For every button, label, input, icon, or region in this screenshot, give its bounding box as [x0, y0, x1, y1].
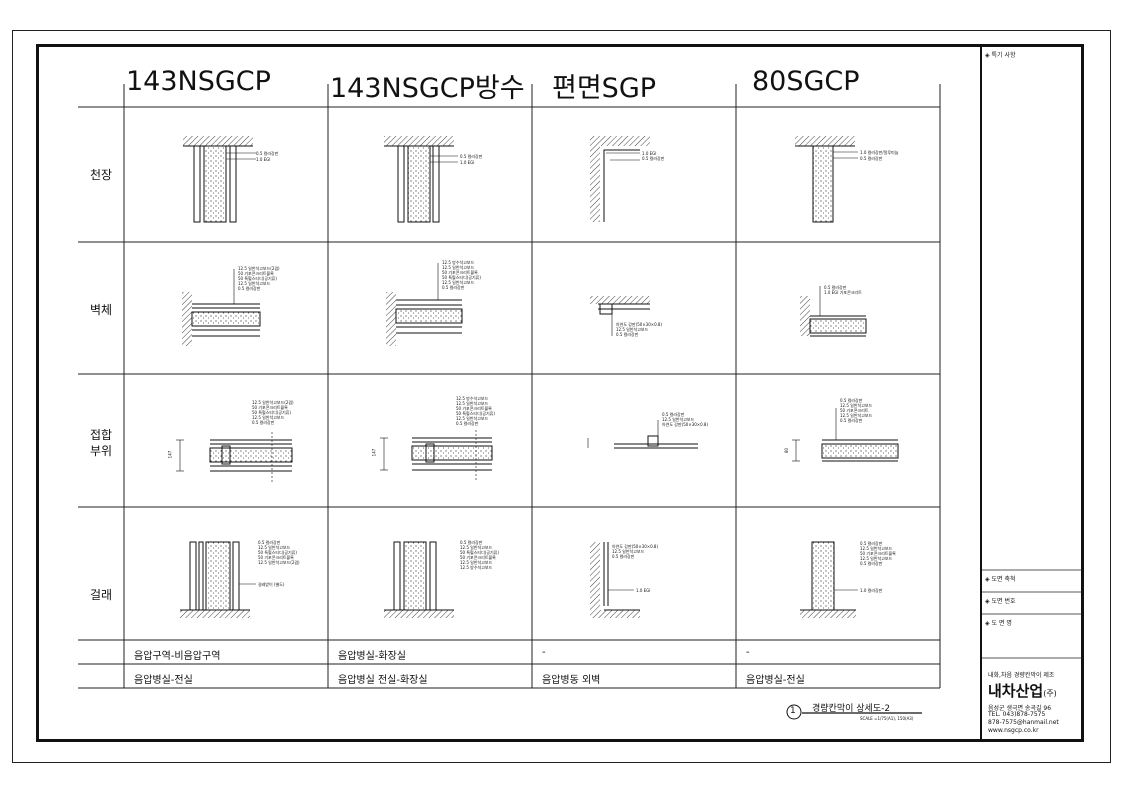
column-header-143nsgcp-waterproof: 143NSGCP방수	[330, 73, 525, 104]
detail-wall-143nsgcp	[182, 269, 261, 346]
drawing-number-circle	[786, 704, 802, 720]
title-block-separator	[980, 44, 982, 742]
callout-ceiling-80sgcp: 1.0 컬러강판/알루미늄 0.5 컬러강판	[860, 150, 899, 161]
sheet-inner-border	[36, 44, 1084, 742]
callout-wall-143nsgcp-waterproof: 12.5 방수석고보드 12.5 일반석고보드 50 기포콘크리트블록 50 특…	[442, 260, 481, 290]
callout-wall-80sgcp: 0.5 컬러강판 1.0 EGI 기포콘크리트	[824, 285, 862, 295]
detail-joint-single-sgp	[587, 420, 698, 449]
detail-joint-143nsgcp-waterproof	[380, 430, 493, 482]
company-tel: TEL. 043)878-7575	[988, 711, 1046, 718]
callout-ceiling-single-sgp: 1.0 EGI 0.5 컬러강판	[642, 151, 665, 161]
row-label-baseboard: 걸래	[89, 588, 113, 602]
title-block-drawing-name: ◈ 도 면 명	[985, 620, 1012, 627]
detail-wall-80sgcp	[800, 286, 867, 337]
note-row2-col2: 음압병실 전실-화장실	[338, 675, 428, 686]
note-row2-col1: 음압병실-전실	[134, 675, 193, 686]
callout-base-143nsgcp-extra: 걸레받이 (별도)	[258, 582, 285, 587]
callout-joint-80sgcp: 0.5 컬러강판 12.5 일반석고보드 50 기포콘크리트 12.5 일반석고…	[840, 398, 873, 423]
callout-joint-143nsgcp-waterproof: 12.5 방수석고보드 12.5 일반석고보드 50 기포콘크리트블록 50 특…	[456, 396, 495, 426]
title-block-special-notes: ◈ 특기 사항	[985, 52, 1016, 59]
row-label-ceiling: 천장	[89, 168, 113, 182]
detail-ceiling-80sgcp	[795, 136, 858, 223]
detail-base-single-sgp	[590, 542, 640, 618]
column-header-single-sgp: 편면SGP	[552, 73, 657, 104]
note-row1-col1: 음압구역-비음압구역	[134, 651, 221, 662]
detail-ceiling-143nsgcp	[183, 136, 256, 223]
drawing-scale: SCALE =1/75(A1), 150(A3)	[860, 716, 914, 721]
company-address: 음성군 생극면 송곡길 96	[988, 705, 1052, 712]
detail-base-143nsgcp	[180, 541, 256, 618]
detail-joint-143nsgcp	[176, 432, 293, 484]
detail-joint-80sgcp	[792, 408, 899, 462]
company-name: 내차산업(주)	[988, 682, 1057, 700]
column-header-143nsgcp: 143NSGCP	[126, 66, 271, 97]
callout-ceiling-143nsgcp: 0.5 컬러강판 1.0 EGI	[256, 151, 279, 162]
callout-base-143nsgcp: 0.5 컬러강판 12.5 일반석고보드 50 특혈스티디(공기류) 50 기포…	[258, 540, 300, 565]
drawing-title: 경량칸막이 상세도-2	[812, 704, 891, 714]
row-label-joint: 접합 부위	[89, 428, 113, 458]
callout-wall-143nsgcp: 12.5 일반석고보드(2겹) 50 기포콘크리트블록 50 특혈스티디(공기류…	[238, 266, 280, 291]
callout-base-80sgcp-extra: 1.0 컬러강판	[860, 588, 883, 593]
detail-base-143nsgcp-waterproof	[384, 541, 454, 618]
drawing-number: 1	[790, 706, 796, 716]
callout-joint-143nsgcp: 12.5 일반석고보드(2겹) 50 기포콘크리트블록 50 특혈스티디(공기류…	[252, 400, 294, 425]
detail-base-80sgcp	[800, 541, 858, 618]
note-row1-col3: -	[542, 647, 546, 658]
sheet-outer-border	[12, 30, 1111, 763]
column-header-80sgcp: 80SGCP	[752, 66, 860, 97]
detail-ceiling-single-sgp	[590, 136, 650, 222]
detail-wall-143nsgcp-waterproof	[386, 263, 463, 346]
row-label-wall: 벽체	[89, 303, 113, 317]
company-website: www.nsgcp.co.kr	[988, 727, 1039, 734]
detail-wall-single-sgp	[590, 296, 650, 336]
note-row2-col3: 음압병동 외벽	[542, 675, 601, 686]
callout-joint-single-sgp: 0.5 컬러강판 12.5 일반석고보드 아연도 강판(50×30×0.8)	[662, 412, 709, 427]
title-block-drawing-scale: ◈ 도면 축척	[985, 576, 1016, 583]
callout-base-143nsgcp-waterproof: 0.5 컬러강판 12.5 일반석고보드 50 특혈스티디(공기류) 50 기포…	[460, 540, 499, 570]
detail-ceiling-143nsgcp-waterproof	[384, 136, 458, 223]
note-row1-col2: 음압병실-화장실	[338, 651, 407, 662]
callout-wall-single-sgp: 아연도 강판(50×30×0.8) 12.5 일반석고보드 0.5 컬러강판	[616, 322, 663, 337]
title-block-drawing-number: ◈ 도면 번호	[985, 598, 1016, 605]
note-row2-col4: 음압병실-전실	[746, 675, 805, 686]
company-email: 878-7575@hanmail.net	[988, 719, 1059, 726]
note-row1-col4: -	[746, 647, 750, 658]
company-tagline: 내화,차음 경량칸막이 제조	[988, 672, 1055, 679]
callout-base-80sgcp: 0.5 컬러강판 12.5 일반석고보드 50 기포콘크리트블록 12.5 일반…	[860, 541, 896, 566]
callout-base-single-sgp-extra: 1.0 EGI	[636, 588, 651, 593]
callout-ceiling-143nsgcp-waterproof: 0.5 컬러강판 1.0 EGI	[460, 154, 483, 165]
callout-base-single-sgp: 아연도 강판(50×30×0.8) 12.5 일반석고보드 0.5 컬러강판	[612, 544, 659, 559]
